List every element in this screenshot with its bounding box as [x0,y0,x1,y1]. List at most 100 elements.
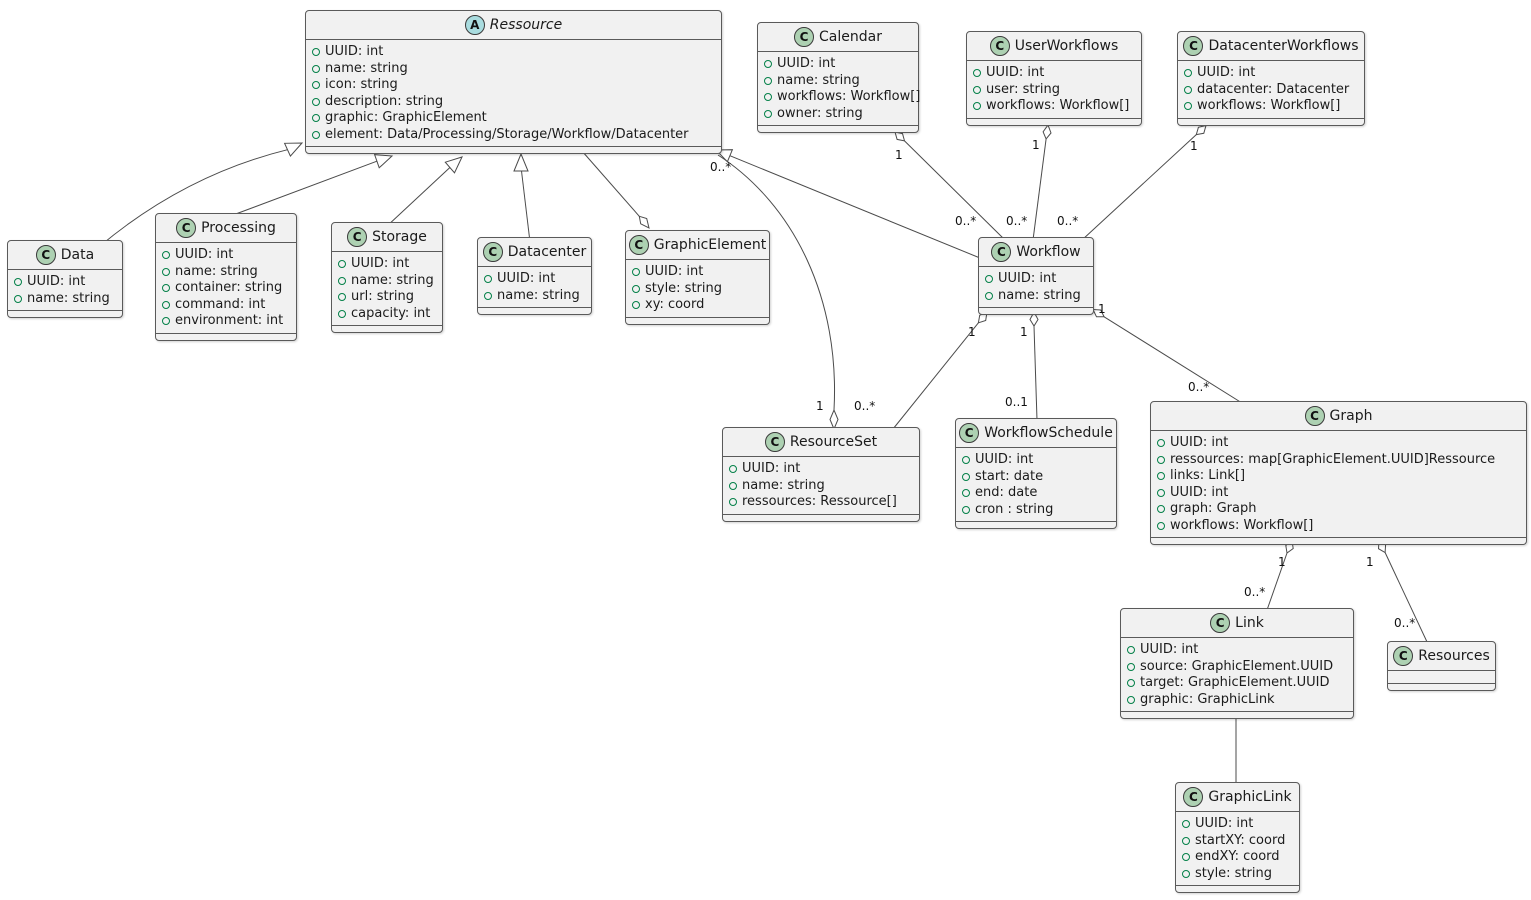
attribute-text: name: string [175,263,258,279]
attribute-text: container: string [175,280,283,295]
aggregation-diamond [894,131,906,142]
field-visibility-icon [1157,455,1165,464]
generalization-arrowhead [373,154,394,169]
class-icon: C [764,432,785,452]
class-icon: C [482,242,503,262]
attribute-row: ressources: map[GraphicElement.UUID]Ress… [1157,452,1520,469]
methods-compartment [626,318,769,324]
field-visibility-icon [1157,521,1165,530]
field-visibility-icon [1157,439,1165,448]
attribute-text: UUID: int [325,44,384,59]
class-name: Link [1235,615,1264,631]
edge-calendar-workflow-aggregation [894,131,1006,241]
attribute-row: name: string [338,273,436,290]
field-visibility-icon [1182,836,1190,845]
field-visibility-icon [1182,853,1190,862]
attribute-text: source: GraphicElement.UUID [1140,658,1334,674]
field-visibility-icon [14,278,22,287]
attribute-text: UUID: int [986,65,1045,80]
attribute-text: name: string [497,287,580,303]
attribute-text: name: string [351,272,434,288]
class-name: GraphicElement [653,237,767,253]
attribute-text: user: string [986,81,1060,97]
attribute-row: element: Data/Processing/Storage/Workflo… [312,127,715,144]
attribute-text: workflows: Workflow[] [986,98,1130,113]
field-visibility-icon [162,267,170,276]
methods-compartment [156,334,296,340]
attribute-text: url: string [351,289,415,304]
class-name: DatacenterWorkflows [1208,38,1359,54]
attribute-text: cron : string [975,501,1054,517]
attribute-row: UUID: int [632,264,763,281]
attribute-text: startXY: coord [1195,832,1286,848]
field-visibility-icon [338,309,346,318]
field-visibility-icon [764,93,772,102]
class-name: ResourceSet [789,434,878,450]
attributes-compartment [1388,671,1495,684]
class-name: Datacenter [507,244,587,260]
methods-compartment [1388,684,1495,690]
attribute-row: style: string [632,281,763,298]
field-visibility-icon [484,275,492,284]
attribute-text: owner: string [777,105,863,121]
edge-processing-ressource-generalization [224,154,394,219]
attribute-row: name: string [14,291,116,308]
attribute-row: icon: string [312,77,715,94]
attribute-row: user: string [973,82,1135,99]
attribute-text: UUID: int [1170,435,1229,450]
methods-compartment [967,119,1141,125]
attribute-text: UUID: int [777,56,836,71]
attribute-text: UUID: int [1195,816,1254,831]
attribute-text: UUID: int [975,452,1034,467]
attribute-text: name: string [27,290,110,306]
aggregation-diamond [1092,308,1105,318]
attribute-row: startXY: coord [1182,833,1293,850]
attribute-row: workflows: Workflow[] [764,89,920,106]
field-visibility-icon [312,130,320,139]
field-visibility-icon [1157,472,1165,481]
attribute-row: name: string [764,73,912,90]
field-visibility-icon [729,481,737,490]
attribute-row: end: date [962,485,1110,502]
field-visibility-icon [973,102,981,111]
attribute-text: end: date [975,485,1038,500]
attribute-text: UUID: int [27,274,86,289]
methods-compartment [979,308,1093,314]
aggregation-diamond [638,215,650,229]
methods-compartment [478,308,591,314]
attribute-row: UUID: int [1127,642,1347,659]
attribute-row: source: GraphicElement.UUID [1127,659,1347,676]
attribute-row: description: string [312,94,715,111]
field-visibility-icon [632,268,640,277]
attribute-text: graphic: GraphicElement [325,110,487,125]
edge-graph-resources-aggregation [1377,539,1429,645]
class-icon: C [347,227,368,247]
class-icon: C [1183,36,1204,56]
field-visibility-icon [1127,662,1135,671]
attribute-text: UUID: int [175,247,234,262]
attribute-text: UUID: int [497,271,556,286]
attribute-row: xy: coord [632,297,763,314]
field-visibility-icon [1184,69,1192,78]
attribute-text: style: string [645,280,723,296]
attributes-compartment: UUID: int ressources: map[GraphicElement.… [1151,431,1526,538]
attribute-row: cron : string [962,502,1110,519]
attribute-text: UUID: int [742,461,801,476]
field-visibility-icon [962,472,970,481]
field-visibility-icon [1127,679,1135,688]
class-icon: C [35,245,56,265]
